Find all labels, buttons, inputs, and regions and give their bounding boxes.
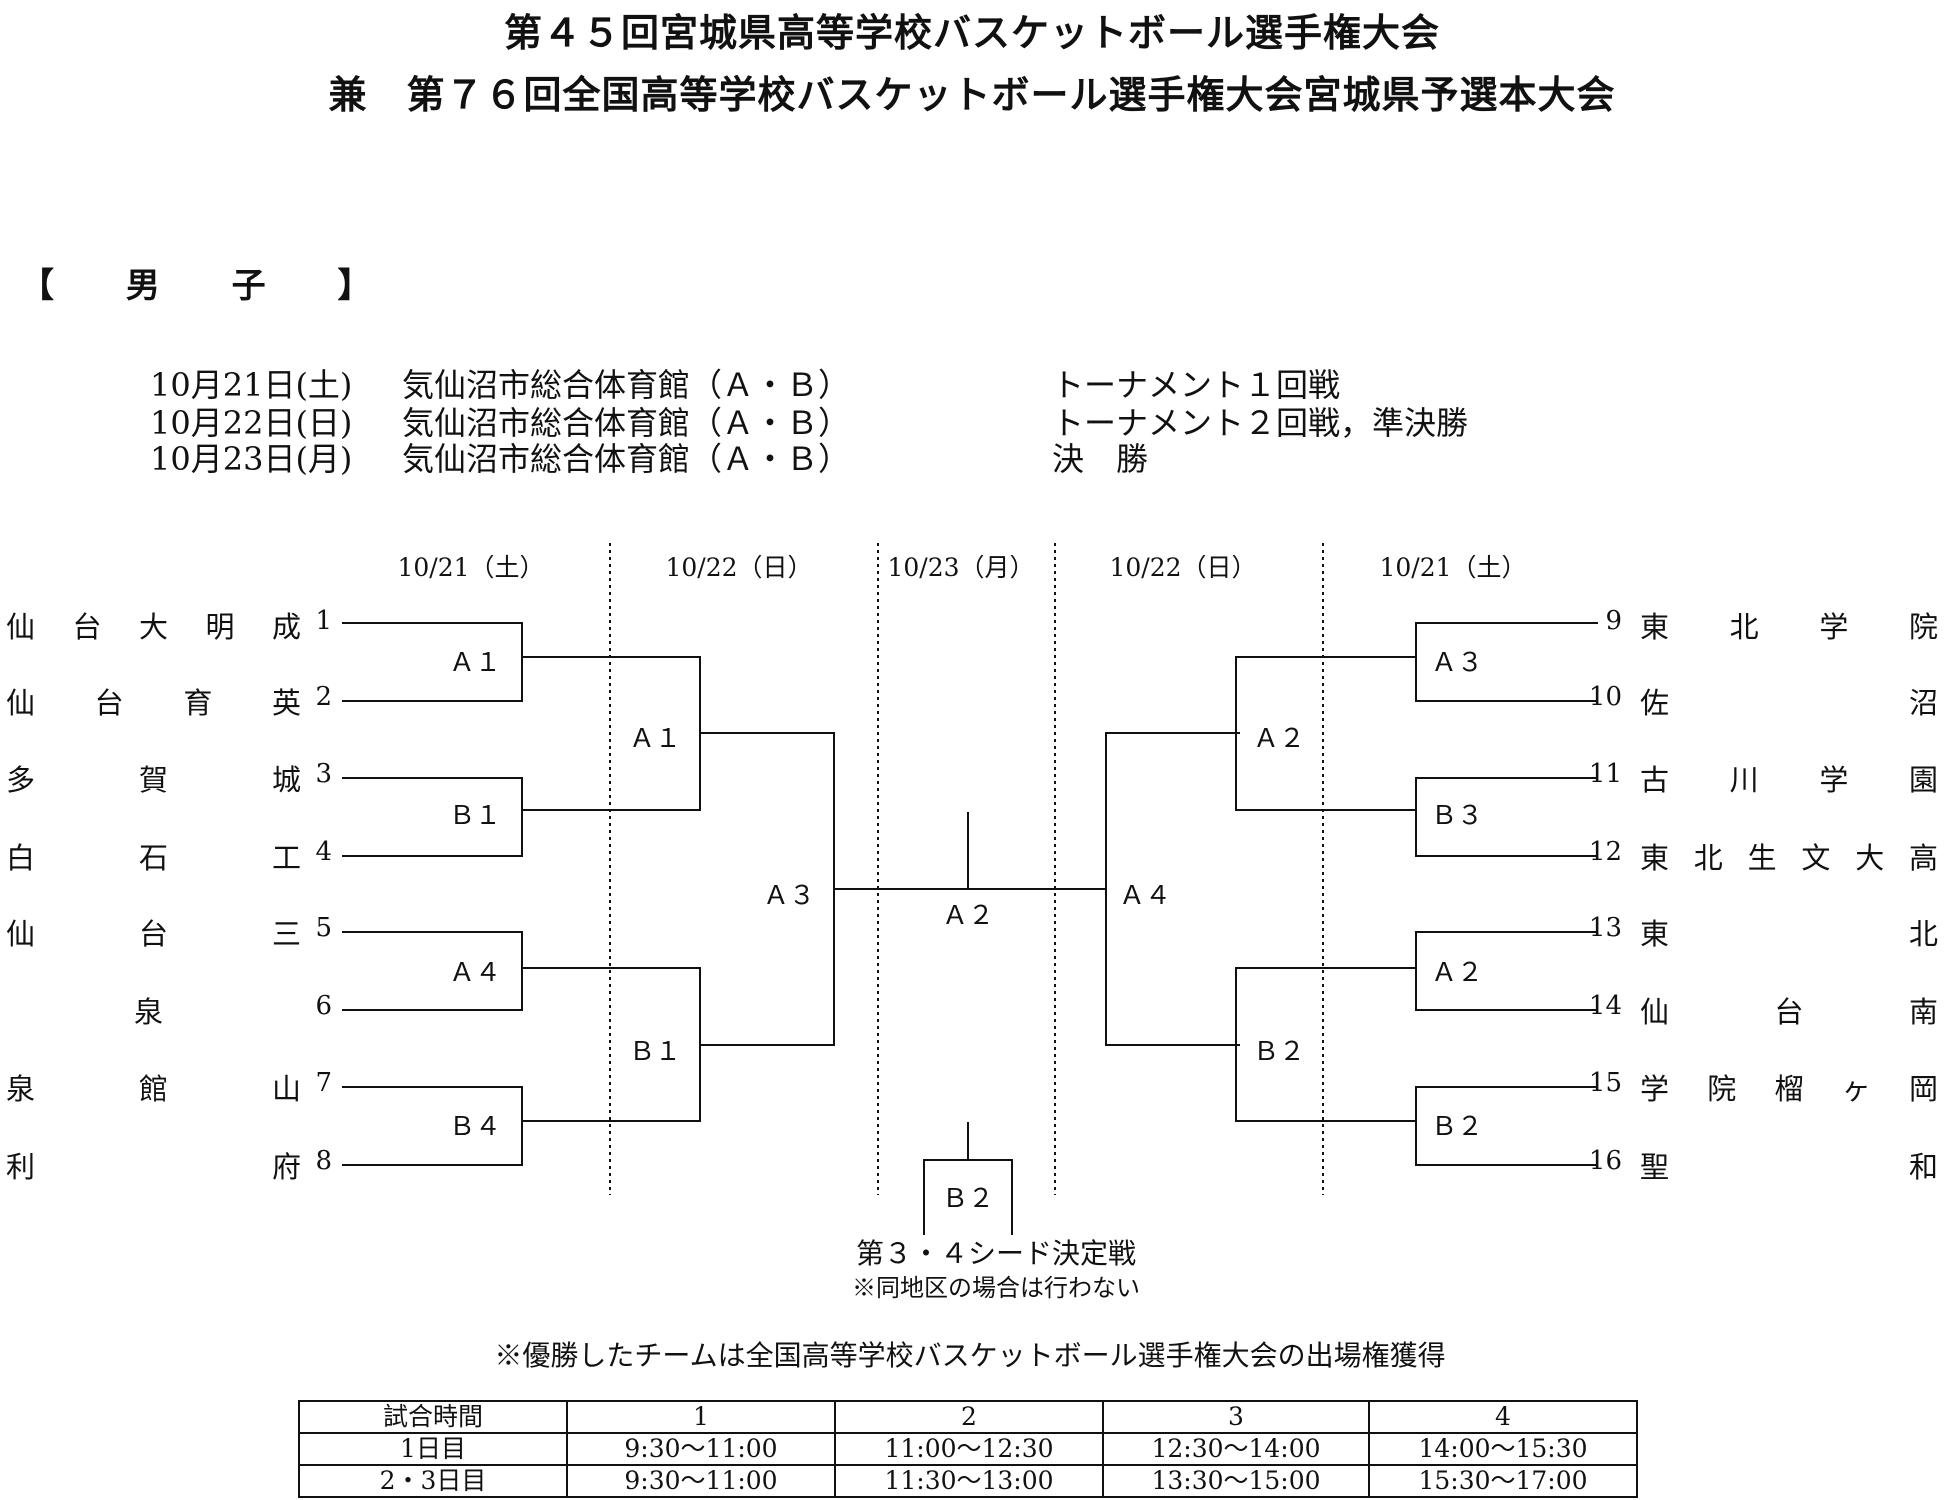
match-label: Ａ４ [1118, 881, 1171, 911]
third-place-title: 第３・４シード決定戦 [855, 1237, 1136, 1270]
title-line-2: 兼 第７６回全国高等学校バスケットボール選手権大会宮城県予選本大会 [328, 72, 1616, 117]
table-cell: 14:00〜15:30 [1368, 1432, 1638, 1466]
match-label: Ａ１ [628, 724, 681, 754]
table-row: 2・3日目 9:30〜11:00 11:30〜13:00 13:30〜15:00… [298, 1464, 1638, 1498]
team-name: 東北 [1640, 917, 1938, 951]
schedule-venue: 気仙沼市総合体育館（Ａ・Ｂ） [402, 440, 851, 478]
team-name: 仙台南 [1640, 995, 1938, 1029]
team-name: 聖和 [1640, 1150, 1938, 1184]
match-label: Ａ３ [1430, 648, 1483, 678]
match-label: Ａ１ [448, 648, 501, 678]
match-label: Ｂ２ [1252, 1037, 1305, 1067]
team-name: 学院榴ヶ岡 [1640, 1072, 1938, 1106]
table-cell: 9:30〜11:00 [566, 1432, 836, 1466]
match-label: Ａ３ [762, 881, 815, 911]
schedule-venue: 気仙沼市総合体育館（Ａ・Ｂ） [402, 404, 851, 442]
column-date: 10/23（月） [887, 553, 1035, 582]
team-name: 利府 [6, 1150, 301, 1184]
table-header-cell: 3 [1102, 1400, 1370, 1434]
table-cell: 1日目 [298, 1432, 568, 1466]
team-name: 仙台育英 [6, 686, 301, 720]
team-name: 古川学園 [1640, 763, 1938, 797]
table-header-cell: 1 [566, 1400, 836, 1434]
table-cell: 9:30〜11:00 [566, 1464, 836, 1498]
team-seed: 12 [1588, 837, 1622, 867]
team-name: 泉 [134, 995, 164, 1029]
table-header-row: 試合時間 1 2 3 4 [298, 1400, 1638, 1434]
team-name: 仙台大明成 [6, 610, 301, 644]
table-cell: 11:30〜13:00 [834, 1464, 1104, 1498]
match-label: Ｂ３ [1430, 801, 1483, 831]
team-seed: 5 [315, 913, 332, 943]
team-seed: 8 [315, 1146, 332, 1176]
title-line-1: 第４５回宮城県高等学校バスケットボール選手権大会 [503, 10, 1440, 55]
match-label: Ｂ１ [448, 801, 501, 831]
team-name: 東北学院 [1640, 610, 1938, 644]
team-seed: 4 [315, 837, 332, 867]
schedule-date: 10月23日(月) [150, 440, 353, 478]
match-label: Ａ２ [1430, 958, 1483, 988]
team-seed: 11 [1588, 759, 1622, 789]
table-header-cell: 試合時間 [298, 1400, 568, 1434]
team-name: 泉館山 [6, 1072, 301, 1106]
table-row: 1日目 9:30〜11:00 11:00〜12:30 12:30〜14:00 1… [298, 1432, 1638, 1466]
team-name: 白石工 [6, 841, 301, 875]
team-seed: 9 [1605, 606, 1622, 636]
match-label: Ｂ２ [1430, 1112, 1483, 1142]
table-cell: 12:30〜14:00 [1102, 1432, 1370, 1466]
team-seed: 14 [1588, 991, 1622, 1021]
column-date: 10/21（土） [1379, 553, 1527, 582]
final-label: Ａ２ [941, 901, 994, 931]
table-cell: 2・3日目 [298, 1464, 568, 1498]
team-seed: 3 [315, 759, 332, 789]
schedule-venue: 気仙沼市総合体育館（Ａ・Ｂ） [402, 366, 851, 404]
match-label: Ａ２ [1252, 724, 1305, 754]
table-cell: 13:30〜15:00 [1102, 1464, 1370, 1498]
schedule-date: 10月21日(土) [150, 366, 353, 404]
column-date: 10/21（土） [397, 553, 545, 582]
team-seed: 1 [315, 606, 332, 636]
team-seed: 15 [1588, 1068, 1622, 1098]
match-label: Ｂ１ [628, 1037, 681, 1067]
team-seed: 16 [1588, 1146, 1622, 1176]
winner-note: ※優勝したチームは全国高等学校バスケットボール選手権大会の出場権獲得 [494, 1339, 1446, 1372]
column-date: 10/22（日） [665, 553, 813, 582]
table-header-cell: 4 [1368, 1400, 1638, 1434]
team-seed: 13 [1588, 913, 1622, 943]
table-cell: 11:00〜12:30 [834, 1432, 1104, 1466]
team-name: 多賀城 [6, 763, 301, 797]
table-header-cell: 2 [834, 1400, 1104, 1434]
third-place-note: ※同地区の場合は行わない [852, 1274, 1140, 1302]
team-seed: 10 [1588, 682, 1622, 712]
table-cell: 15:30〜17:00 [1368, 1464, 1638, 1498]
third-place-label: Ｂ２ [941, 1184, 994, 1214]
column-date: 10/22（日） [1109, 553, 1257, 582]
team-name: 東北生文大高 [1640, 841, 1938, 875]
match-label: Ａ４ [448, 958, 501, 988]
team-seed: 6 [315, 991, 332, 1021]
schedule-round: トーナメント１回戦 [1052, 366, 1341, 404]
schedule-round: トーナメント２回戦，準決勝 [1052, 404, 1469, 442]
match-label: Ｂ４ [448, 1112, 501, 1142]
schedule-date: 10月22日(日) [150, 404, 353, 442]
team-name: 佐沼 [1640, 686, 1938, 720]
section-label: 【 男 子 】 [20, 266, 402, 306]
match-time-table: 試合時間 1 2 3 4 1日目 9:30〜11:00 11:00〜12:30 … [298, 1400, 1638, 1498]
team-name: 仙台三 [6, 917, 301, 951]
team-seed: 2 [315, 682, 332, 712]
team-seed: 7 [315, 1068, 332, 1098]
schedule-round: 決 勝 [1052, 440, 1149, 478]
